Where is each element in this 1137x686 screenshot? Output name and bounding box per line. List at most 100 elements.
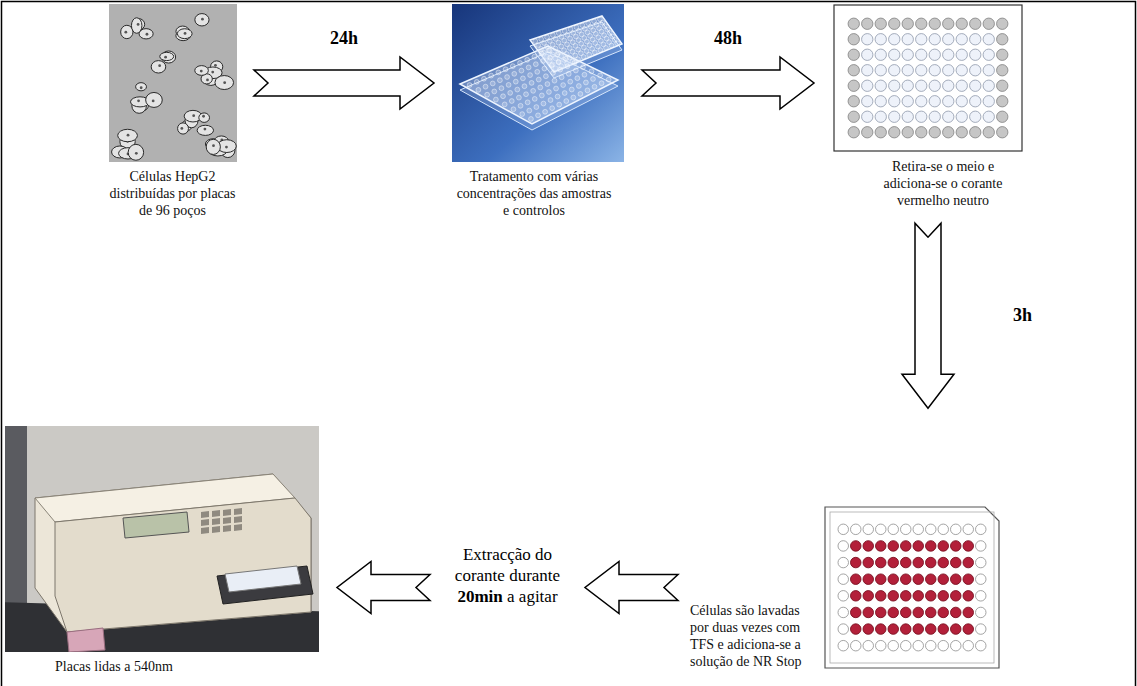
illustration-shape [192,114,195,117]
illustration-shape [117,129,137,141]
illustration-shape [862,127,873,138]
illustration-shape [214,76,233,90]
illustration-shape [963,574,974,585]
illustration-shape [202,115,205,118]
illustration-shape [951,607,962,618]
illustration-shape [552,78,557,83]
illustration-shape [938,591,949,602]
illustration-shape [225,146,228,149]
illustration-shape [916,65,927,76]
illustration-shape [581,65,586,70]
label-word: corante [455,566,505,585]
illustration-shape [592,84,597,89]
illustration-shape [581,55,586,60]
illustration-shape [838,557,849,568]
illustration-shape [503,67,508,72]
illustration-shape [875,80,886,91]
illustration-shape [223,517,231,524]
illustration-shape [522,84,527,89]
illustration-shape [592,50,597,55]
illustration-shape [123,512,189,538]
illustration-shape [508,91,513,96]
illustration-shape [916,34,927,45]
illustration-shape [838,624,849,635]
illustration-shape [505,75,510,80]
illustration-shape [997,96,1008,107]
illustration-shape [851,591,862,602]
illustration-shape [474,79,479,84]
illustration-shape [943,49,954,60]
illustration-shape [518,61,523,66]
illustration-shape [599,81,604,86]
illustration-shape [452,4,624,162]
block-arrow [254,57,434,109]
illustration-shape [976,557,987,568]
illustration-shape [875,127,886,138]
illustration-shape [956,80,967,91]
illustration-shape [970,49,981,60]
illustration-shape [825,507,999,668]
illustration-shape [548,55,553,60]
plate-reader-photo [5,426,319,652]
illustration-shape [194,66,208,76]
label-word: 48h [714,28,742,48]
illustration-shape [902,65,913,76]
plate-drawing [833,4,1023,152]
illustration-shape [223,81,226,84]
illustration-shape [201,519,209,526]
illustration-shape [876,607,887,618]
illustration-shape [997,34,1008,45]
illustration-shape [199,70,202,73]
arrow-label: 48h [714,27,742,50]
illustration-shape [556,60,561,65]
illustration-shape [512,71,517,76]
illustration-shape [124,31,127,34]
illustration-shape [145,92,162,107]
illustration-shape [929,96,940,107]
illustration-shape [848,49,859,60]
illustration-shape [956,111,967,122]
illustration-shape [875,111,886,122]
illustration-shape [983,49,994,60]
illustration-shape [492,89,497,94]
illustration-shape [547,90,552,95]
illustration-shape [913,591,924,602]
illustration-shape [562,91,567,96]
illustration-shape [527,108,532,113]
illustration-shape [515,87,520,92]
stage-caption: Placas lidas a 540nm [55,658,315,675]
illustration-shape [862,49,873,60]
illustration-shape [943,65,954,76]
illustration-shape [513,79,518,84]
illustration-shape [578,92,583,97]
illustration-shape [951,640,962,651]
illustration-shape [970,80,981,91]
illustration-shape [151,100,154,103]
illustration-shape [938,624,949,635]
illustration-shape [901,607,912,618]
illustration-shape [531,88,536,93]
illustration-shape [997,49,1008,60]
illustration-shape [875,18,886,29]
illustration-shape [889,18,900,29]
illustration-shape [529,81,534,86]
illustration-shape [875,34,886,45]
illustration-shape [943,111,954,122]
illustration-shape [913,640,924,651]
illustration-shape [862,111,873,122]
illustration-shape [533,62,538,67]
illustration-shape [926,557,937,568]
illustration-shape [889,96,900,107]
illustration-shape [951,524,962,535]
illustration-shape [983,111,994,122]
illustration-shape [848,96,859,107]
illustration-shape [572,61,577,66]
illustration-shape [838,524,849,535]
illustration-shape [558,67,563,72]
illustration-shape [963,640,974,651]
illustration-shape [875,96,886,107]
illustration-shape [848,18,859,29]
illustration-shape [183,32,186,35]
illustration-shape [559,75,564,80]
